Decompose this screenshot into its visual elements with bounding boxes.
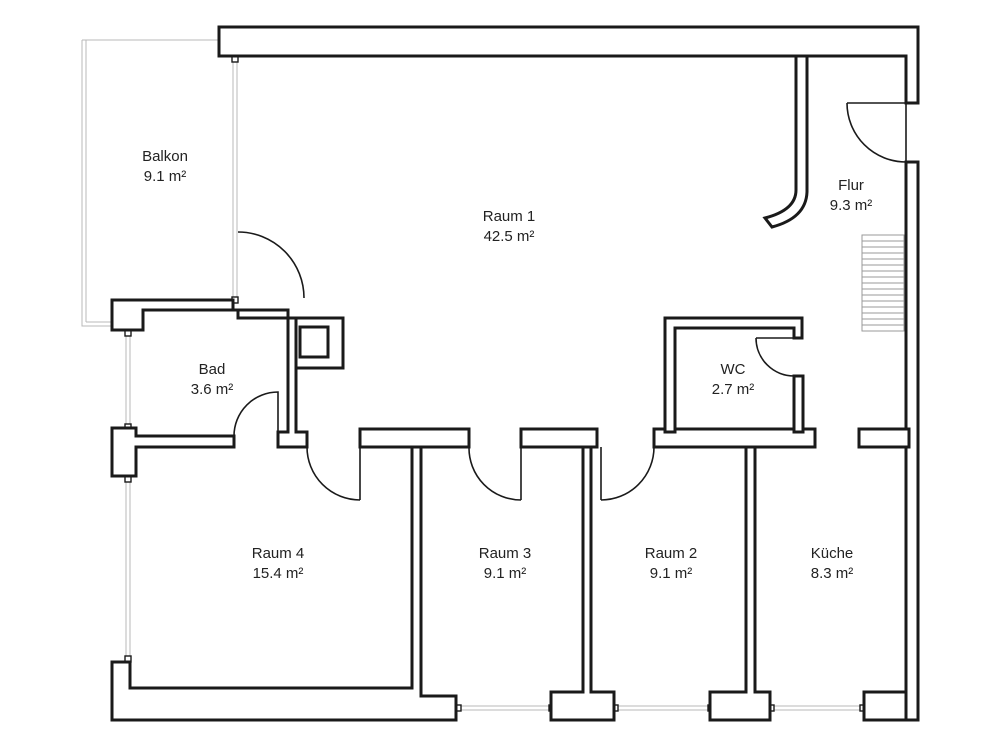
room-area: 2.7 m² [711,381,755,398]
south-window-kueche [770,705,864,711]
door-raum2 [600,446,655,501]
door-balcony [237,231,305,299]
room-name: Raum 2 [644,545,698,562]
room-name: Bad [198,361,226,378]
curved-partition [762,54,809,229]
walls [110,25,920,722]
room-label-raum1: Raum 1 42.5 m² [483,207,536,247]
corridor-wall [519,427,599,449]
room-name: Raum 3 [478,545,532,562]
room-area: 3.6 m² [190,381,234,398]
wc-walls [663,316,804,434]
room-label-bad: Bad 3.6 m² [191,360,234,400]
raum3-east-wall [549,445,616,722]
corridor-wall [857,427,911,449]
door-wc [755,337,795,377]
door-raum4 [306,446,361,501]
room-name: WC [720,361,746,378]
room-name: Raum 1 [482,208,536,225]
north-wall [217,25,920,105]
staircase [861,234,905,332]
corridor-wall [652,427,817,449]
shaft [298,325,330,359]
room-area: 42.5 m² [483,228,535,245]
west-window-upper [125,330,131,430]
south-window-raum2 [614,705,712,711]
room-area: 9.1 m² [143,168,187,185]
south-window-raum3 [456,705,554,711]
west-window-lower [125,478,131,662]
room-label-raum4: Raum 4 15.4 m² [252,544,305,584]
room-name: Balkon [142,148,188,165]
stair-steps [862,240,904,326]
room-name: Küche [810,545,854,562]
room-label-balkon: Balkon 9.1 m² [142,147,188,187]
room-label-raum3: Raum 3 9.1 m² [479,544,532,584]
room-label-wc: WC 2.7 m² [712,360,755,400]
room-label-raum2: Raum 2 9.1 m² [645,544,698,584]
bad-south-wall [110,426,236,478]
room-area: 8.3 m² [810,565,854,582]
door-bad [233,391,279,437]
raum4-outer-wall [110,445,458,722]
corridor-wall [358,427,471,449]
kueche-south-wall [862,690,908,722]
doors [233,102,907,501]
balcony-railing [81,39,218,327]
room-name: Raum 4 [251,545,305,562]
balcony-window [232,58,238,300]
room-area: 9.1 m² [649,565,693,582]
raum2-east-wall [708,445,772,722]
wc-east-wall [792,374,805,434]
door-entrance [846,102,907,163]
room-area: 9.3 m² [829,197,873,214]
room-area: 15.4 m² [252,565,304,582]
door-raum3 [468,446,522,501]
room-area: 9.1 m² [483,565,527,582]
room-label-flur: Flur 9.3 m² [830,176,873,216]
room-label-kueche: Küche 8.3 m² [811,544,854,584]
room-name: Flur [838,177,864,194]
